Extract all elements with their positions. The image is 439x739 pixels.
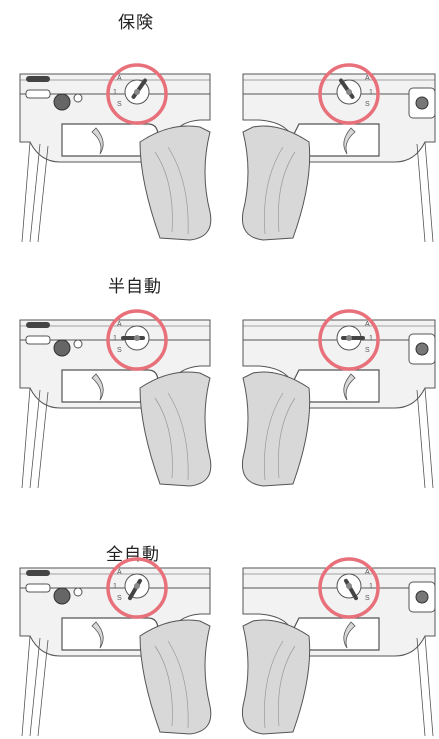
selector-mark: A: [117, 569, 122, 576]
magazine-well: [21, 141, 49, 242]
bolt-catch: [26, 322, 50, 328]
trigger: [91, 373, 104, 401]
selector-pivot: [134, 583, 140, 589]
selector-highlight-ring: [106, 557, 168, 619]
pistol-grip: [241, 619, 311, 735]
receiver-body: A 1S: [241, 63, 436, 242]
pistol-grip: [241, 125, 311, 241]
selector-mark: S: [117, 595, 122, 602]
selector-mark: S: [117, 101, 122, 108]
selector-mark: A: [365, 75, 370, 82]
selector-mark: 1: [113, 583, 117, 590]
receiver-left-auto: A1S: [19, 557, 212, 736]
trigger: [343, 127, 356, 155]
mag-release-button: [53, 339, 71, 357]
bolt-release-button: [415, 590, 429, 604]
selector-highlight-ring: [106, 63, 168, 125]
selector-mark: S: [117, 347, 122, 354]
grip-contour: [264, 640, 296, 729]
selector-mark: S: [365, 347, 370, 354]
selector-mark: 1: [113, 335, 117, 342]
grip-contour: [154, 392, 189, 481]
pin-hole: [73, 587, 83, 597]
selector-highlight-ring: [318, 557, 380, 619]
selector-mark: 1: [369, 583, 373, 590]
magazine-well: [416, 387, 434, 488]
pistol-grip: [139, 125, 212, 241]
selector-mark: 1: [369, 89, 373, 96]
selector-highlight-ring: [318, 309, 380, 371]
pistol-grip: [241, 371, 311, 487]
grip-contour: [154, 146, 189, 235]
receiver-right-safe: A 1S: [241, 63, 436, 242]
magazine-well: [416, 635, 434, 736]
trigger: [91, 127, 104, 155]
pin-hole: [73, 93, 83, 103]
selector-pivot: [346, 89, 352, 95]
receiver-body: A 1S: [241, 309, 436, 488]
magazine-well: [21, 387, 49, 488]
receiver-right-auto: A 1S: [241, 557, 436, 736]
selector-mark: 1: [113, 89, 117, 96]
trigger: [343, 373, 356, 401]
trigger: [343, 621, 356, 649]
receiver-body: A1S: [19, 557, 212, 736]
selector-pivot: [346, 583, 352, 589]
grip-contour: [264, 146, 296, 235]
bolt-release-button: [415, 342, 429, 356]
pistol-grip: [139, 371, 212, 487]
receiver-left-safe: A1S: [19, 63, 212, 242]
selector-mark: A: [117, 75, 122, 82]
selector-mark: A: [365, 569, 370, 576]
selector-highlight-ring: [106, 309, 168, 371]
magazine-well: [21, 635, 49, 736]
receiver-body: A1S: [19, 63, 212, 242]
mag-release-slot: [25, 583, 51, 593]
bolt-release-button: [415, 96, 429, 110]
selector-mark: A: [365, 321, 370, 328]
receiver-body: A1S: [19, 309, 212, 488]
selector-mark: S: [365, 101, 370, 108]
bolt-catch: [26, 76, 50, 82]
mag-release-button: [53, 93, 71, 111]
magazine-well: [416, 141, 434, 242]
section-label-safe: 保険: [118, 13, 154, 33]
selector-pivot: [346, 335, 352, 341]
selector-pivot: [134, 335, 140, 341]
selector-mark: S: [365, 595, 370, 602]
pistol-grip: [139, 619, 212, 735]
mag-release-button: [53, 587, 71, 605]
receiver-left-semi: A1S: [19, 309, 212, 488]
grip-contour: [264, 392, 296, 481]
selector-pivot: [134, 89, 140, 95]
pin-hole: [73, 339, 83, 349]
selector-mark: 1: [369, 335, 373, 342]
mag-release-slot: [25, 335, 51, 345]
grip-contour: [154, 640, 189, 729]
bolt-catch: [26, 570, 50, 576]
selector-mark: A: [117, 321, 122, 328]
section-label-semi: 半自動: [108, 277, 162, 297]
mag-release-slot: [25, 89, 51, 99]
receiver-body: A 1S: [241, 557, 436, 736]
selector-highlight-ring: [318, 63, 380, 125]
trigger: [91, 621, 104, 649]
receiver-right-semi: A 1S: [241, 309, 436, 488]
